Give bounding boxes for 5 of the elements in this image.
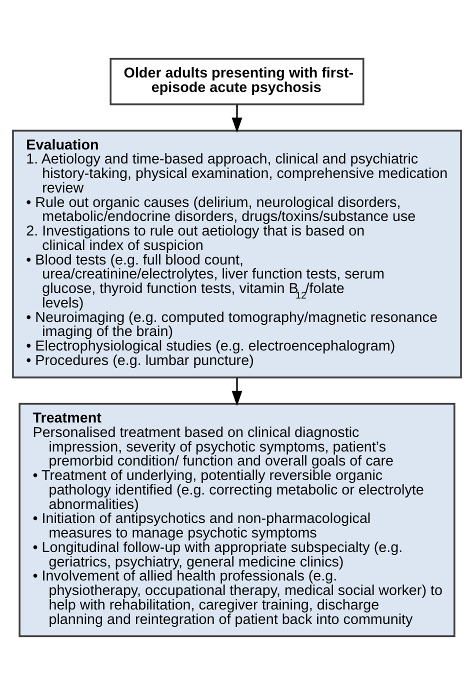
node-box: Evaluation 1. Aetiology and time-based approach, clinical and psychiatric history-taking, physical examination, comprehensive medication review • Rule out organic causes (delirium, neurological disorders, metabolic/endocrine disorders, drugs/toxins/substance use 2. Investigations to rule out aetiology that is based on clinical index of suspicion • Blood tests (e.g. full blood count, urea/creatinine/electrolytes, liver function tests, serum glucose, thyroid function tests, vitamin B$_{12}$/folate levels) • Neuroimaging (e.g. computed tomography/magnetic resonance imaging of the brain) • Electrophysiological studies (e.g. electroencephalogram) • Procedures (e.g. lumbar puncture): [12, 129, 462, 378]
node-box: Older adults presenting with first-episode acute psychosis: [110, 57, 364, 105]
node-box: Treatment Personalised treatment based on clinical diagnostic impression, severity of psychotic symptoms, patient’s premorbid condition/ function and overall goals of care • Treatment of underlying, potentially reversible organic pathology identified (e.g. correcting metabolic or electrolyte abnormalities) • Initiation of antipsychotics and non-pharmacological measures to manage psychotic symptoms • Longitudinal follow-up with appropriate subspecialty (e.g. geriatrics, psychiatry, general medicine clinics) • Involvement of allied health professionals (e.g. physiotherapy, occupational therapy, medical social worker) to help with rehabilitation, caregiver training, discharge planning and reintegration of patient back into community: [18, 402, 456, 637]
arrow: [232, 377, 242, 406]
arrow: [232, 104, 242, 132]
